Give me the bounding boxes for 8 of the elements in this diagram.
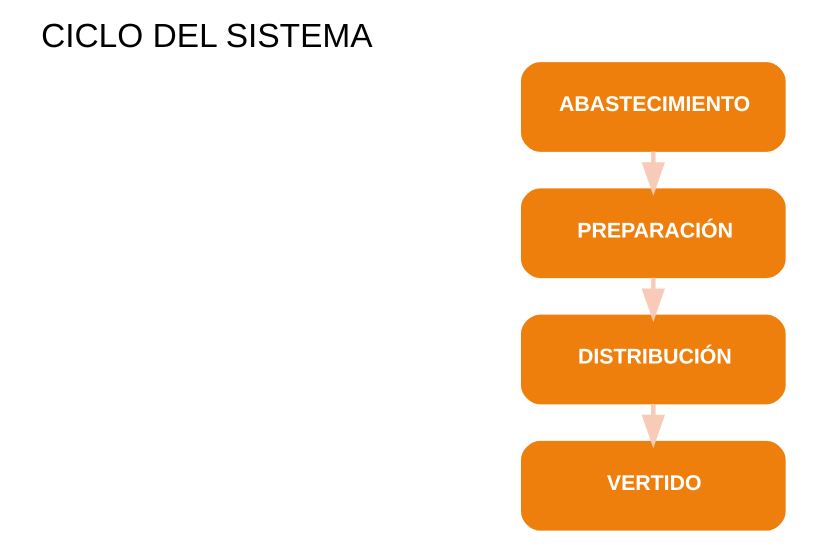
node-box: VERTIDO bbox=[520, 440, 786, 531]
node-box: ABASTECIMIENTO bbox=[520, 62, 786, 152]
node-box: PREPARACIÓN bbox=[520, 188, 786, 278]
node-box: DISTRIBUCIÓN bbox=[520, 314, 786, 404]
arrow bbox=[642, 152, 666, 196]
arrow bbox=[642, 404, 666, 448]
diagram-title: CICLO DEL SISTEMA bbox=[41, 18, 373, 56]
arrow bbox=[642, 278, 666, 322]
